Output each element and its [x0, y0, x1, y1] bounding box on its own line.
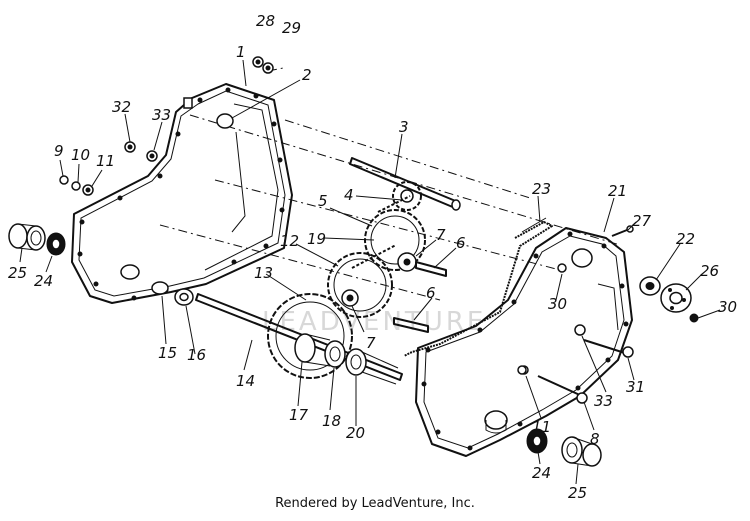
hub-cap-25-left — [8, 223, 46, 251]
callout-20: 20 — [346, 424, 365, 442]
callout-18: 18 — [322, 412, 341, 430]
callout-16: 16 — [187, 346, 206, 364]
nut-30-right — [689, 313, 699, 323]
callout-4: 4 — [344, 186, 354, 204]
callout-3: 3 — [399, 118, 409, 136]
callout-2: 2 — [302, 66, 312, 84]
bearing-15 — [151, 281, 169, 295]
washer-11-left — [82, 184, 94, 196]
hub-cap-25-right — [561, 436, 602, 467]
callout-10: 10 — [71, 146, 90, 164]
callout-28: 28 — [256, 12, 275, 30]
callout-6-lower: 6 — [426, 284, 436, 302]
leader-lines — [19, 59, 721, 485]
callout-23: 23 — [532, 180, 551, 198]
bushing-24-left — [46, 232, 66, 256]
callout-14: 14 — [236, 372, 255, 390]
watermark: LEADVENTURE — [262, 307, 486, 337]
callout-25-right: 25 — [568, 484, 587, 502]
callout-33-right: 33 — [594, 392, 613, 410]
callout-11: 11 — [96, 152, 115, 170]
right-hub-assembly — [526, 428, 602, 467]
nut-29 — [262, 62, 274, 74]
callout-9: 9 — [54, 142, 64, 160]
callout-21: 21 — [608, 182, 627, 200]
callout-24-left: 24 — [34, 272, 53, 290]
callout-5: 5 — [318, 192, 328, 210]
watermark-text: LEADVENTURE — [262, 307, 486, 337]
spacer-6-upper — [415, 261, 447, 277]
drive-chain-19 — [351, 195, 411, 269]
bearing-18 — [324, 340, 346, 368]
washer-33-right — [574, 324, 586, 336]
callout-30-right: 30 — [718, 298, 737, 316]
gasket-23 — [403, 217, 553, 357]
callout-12: 12 — [280, 232, 299, 250]
bearing-22 — [639, 276, 661, 296]
right-housing-bolt-holes — [421, 231, 629, 451]
upper-bearing-boss — [216, 113, 234, 129]
nut-28 — [252, 56, 264, 68]
washer-33-left — [146, 150, 158, 162]
callout-7-lower: 7 — [366, 334, 376, 352]
upper-sprocket-4 — [392, 181, 422, 211]
callout-1: 1 — [236, 43, 246, 61]
sprocket-13 — [267, 293, 353, 379]
callout-29: 29 — [282, 19, 301, 37]
washer-11-right — [517, 365, 527, 375]
housing-bolt-holes — [77, 87, 285, 301]
callout-19: 19 — [307, 230, 326, 248]
callout-13: 13 — [254, 264, 273, 282]
callout-labels: 28 29 1 2 32 33 9 10 11 3 4 5 19 7 6 12 … — [8, 12, 737, 502]
callout-30-left: 30 — [548, 295, 567, 313]
nut-30-upper — [557, 263, 567, 273]
callout-32: 32 — [112, 98, 131, 116]
callout-22: 22 — [676, 230, 695, 248]
callout-33: 33 — [152, 106, 171, 124]
bearing-20 — [345, 348, 399, 385]
callout-17: 17 — [289, 406, 309, 424]
spacer-6-lower — [393, 317, 429, 333]
sprocket-12 — [327, 252, 393, 318]
bolt-8 — [537, 375, 588, 404]
right-lower-boss — [484, 410, 508, 430]
callout-6-upper: 6 — [456, 234, 466, 252]
nut-9 — [59, 175, 69, 185]
right-upper-boss — [571, 248, 593, 268]
callout-7-upper: 7 — [436, 226, 446, 244]
callout-26: 26 — [700, 262, 719, 280]
nut-32 — [124, 141, 136, 153]
right-fasteners — [517, 225, 699, 404]
callout-31: 31 — [626, 378, 645, 396]
dowel-pin — [183, 97, 193, 109]
fasteners — [59, 56, 274, 196]
left-chain-case-housing — [71, 83, 293, 306]
bolt-31 — [583, 339, 634, 358]
callout-8: 8 — [590, 430, 600, 448]
callout-15: 15 — [158, 344, 177, 362]
hub-17 — [294, 333, 331, 367]
lower-bearing-boss — [120, 264, 140, 280]
render-credit: Rendered by LeadVenture, Inc. — [275, 496, 475, 511]
callout-24-right: 24 — [532, 464, 551, 482]
flange-plate-26 — [660, 283, 692, 313]
right-chain-case-housing — [415, 227, 633, 457]
callout-27: 27 — [632, 212, 652, 230]
bushing-24-right — [526, 428, 548, 454]
callout-25-left: 25 — [8, 264, 27, 282]
left-hub-assembly — [8, 223, 66, 256]
washer-10 — [71, 181, 81, 191]
callout-11-right: 11 — [532, 418, 551, 436]
